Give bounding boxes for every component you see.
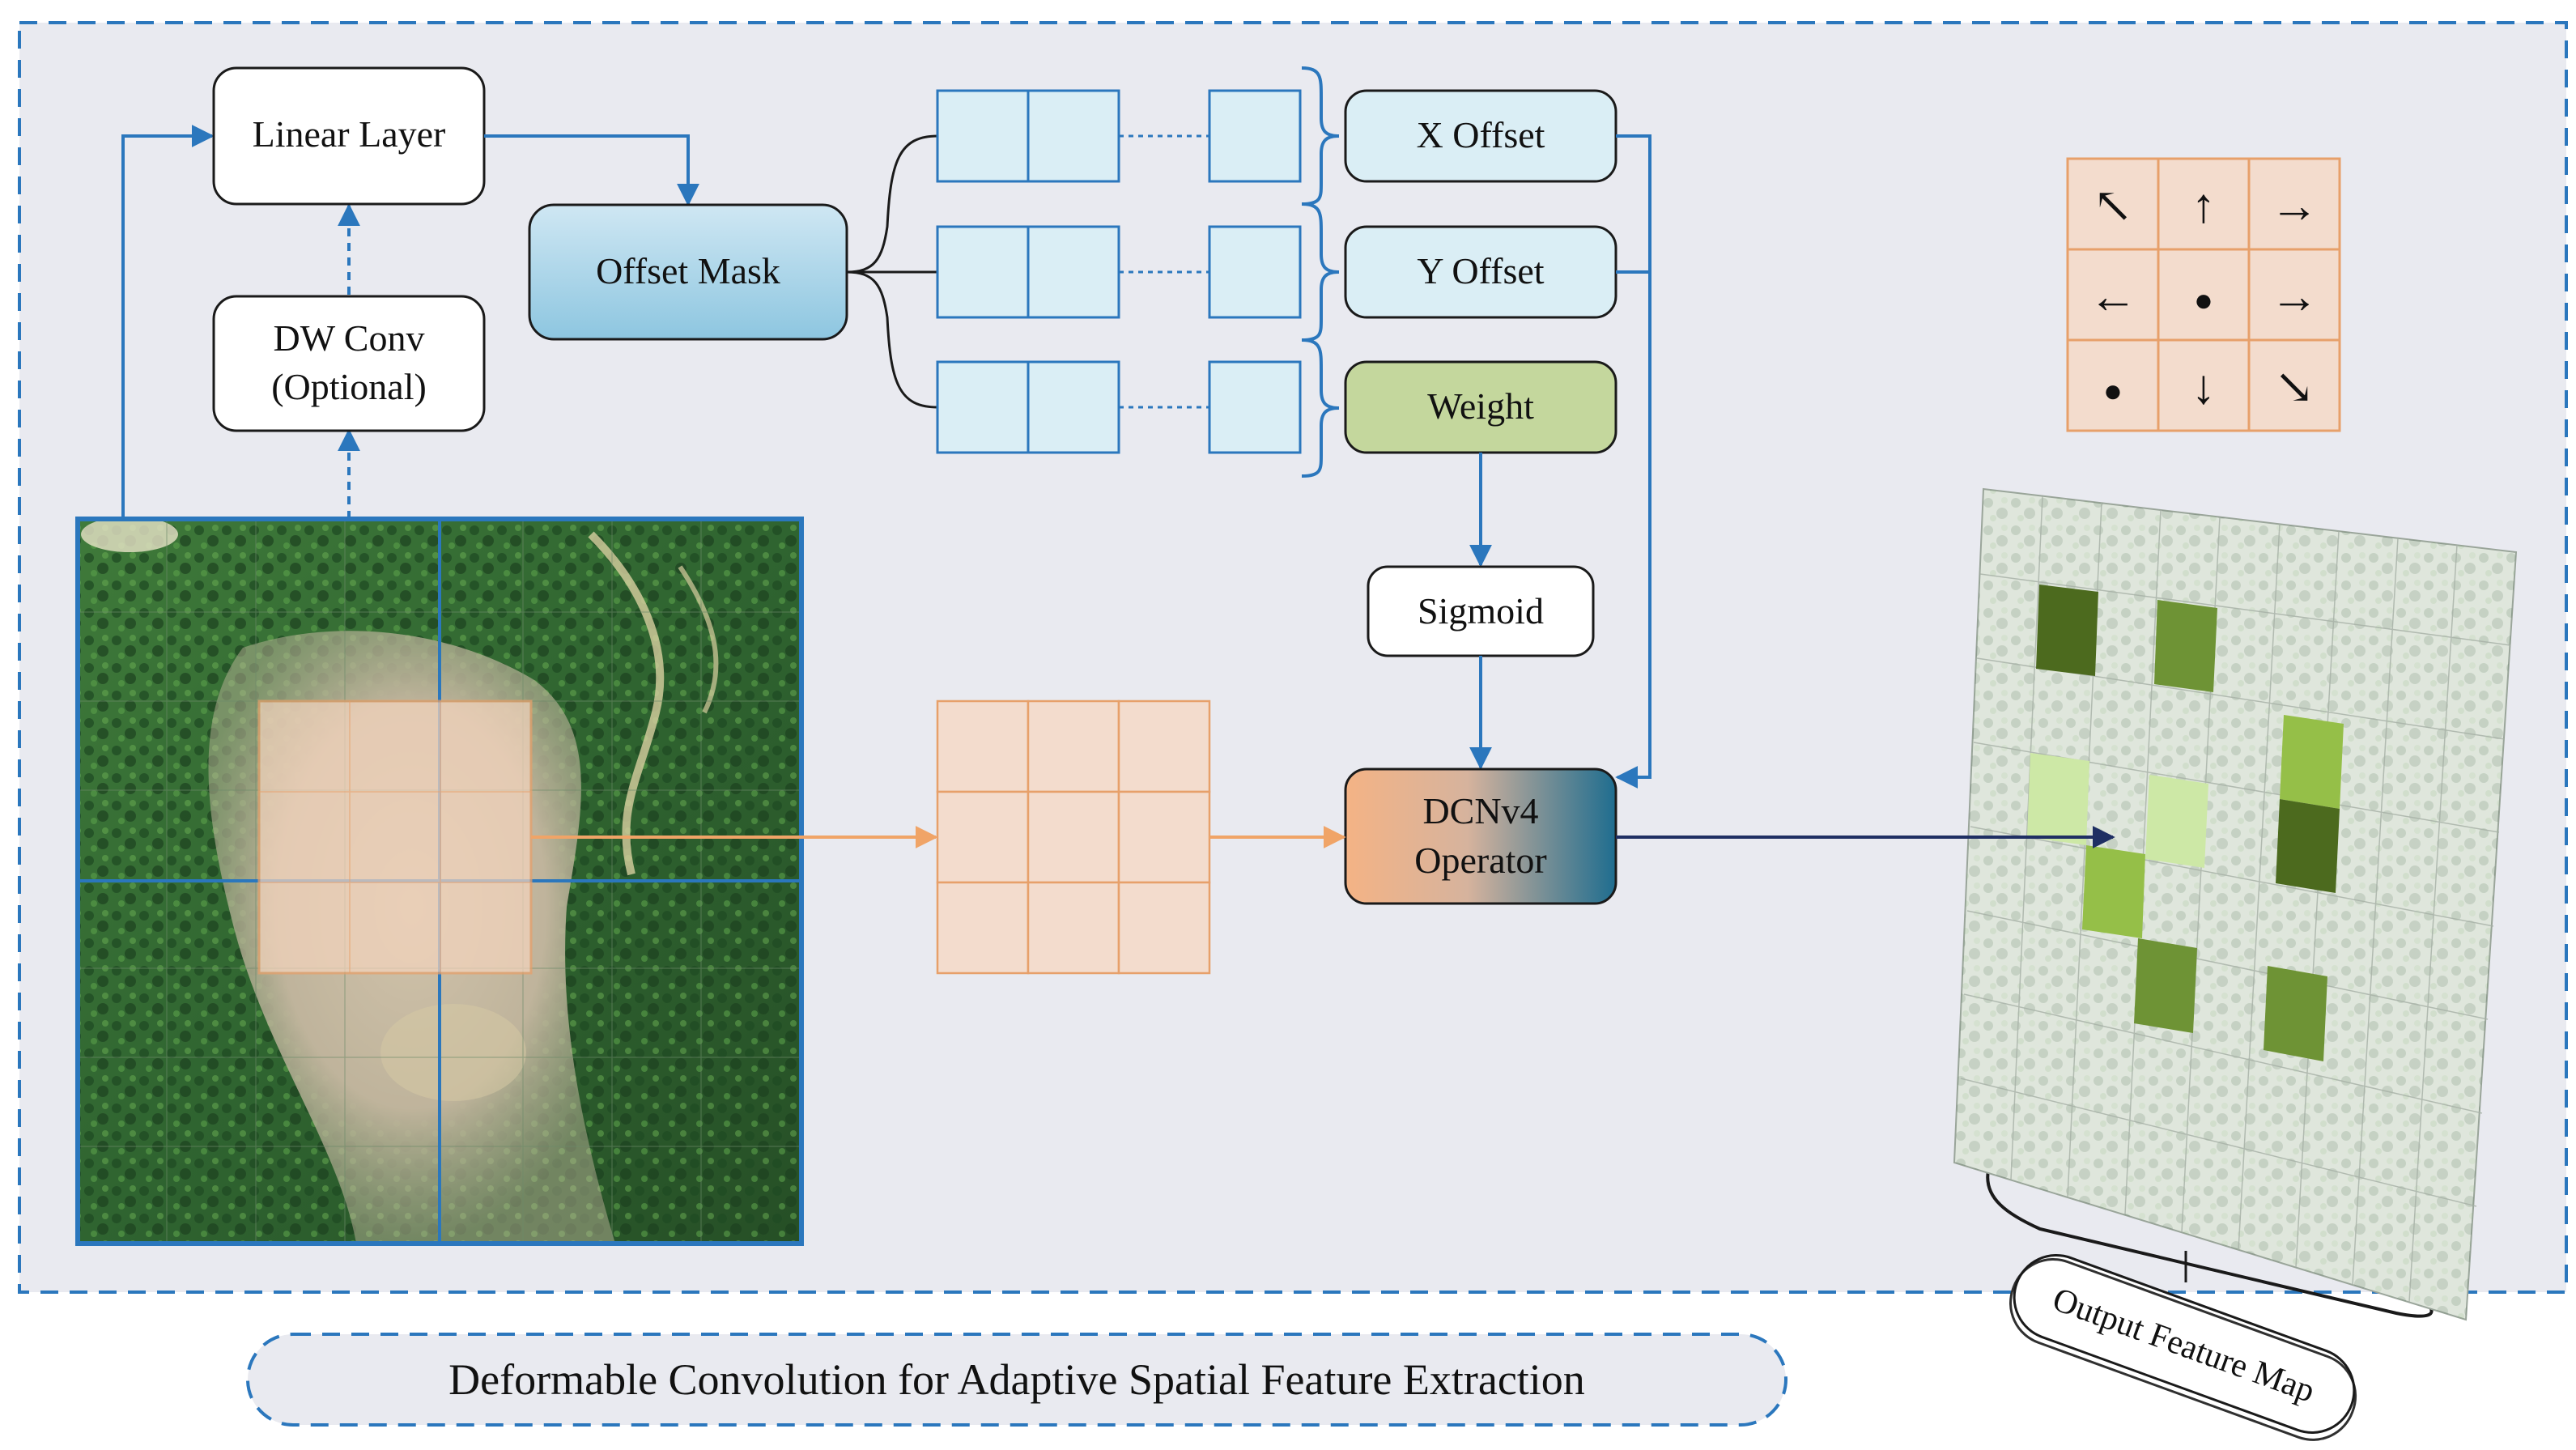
sigmoid-label: Sigmoid — [1418, 590, 1544, 631]
direction-arrow-n: ↑ — [2191, 179, 2216, 232]
direction-arrow-se: ↘ — [2274, 360, 2315, 414]
direction-grid: ↖ ↑ → ← ● → ● ↓ ↘ — [2066, 157, 2341, 432]
dcn-label-line2: Operator — [1414, 840, 1546, 881]
offset-mask-box: Offset Mask — [528, 203, 848, 341]
caption-text: Deformable Convolution for Adaptive Spat… — [448, 1355, 1585, 1404]
offset-mask-label: Offset Mask — [596, 250, 780, 291]
x-offset-label: X Offset — [1417, 114, 1545, 155]
linear-layer-label: Linear Layer — [253, 113, 446, 155]
image-to-linear-arrow — [121, 125, 215, 519]
direction-arrow-w: ← — [2089, 270, 2137, 323]
caption-box: Deformable Convolution for Adaptive Spat… — [246, 1333, 1787, 1427]
dw-conv-optional-label: (Optional) — [271, 366, 427, 407]
activation-cell — [2280, 715, 2344, 809]
direction-arrow-e: → — [2270, 270, 2319, 323]
direction-arrow-e-top: → — [2270, 179, 2319, 232]
dcnv4-operator-box: DCNv4 Operator — [1344, 768, 1617, 905]
activation-cell — [2027, 753, 2089, 845]
activation-cell — [2082, 845, 2145, 938]
activation-cell — [2154, 600, 2217, 692]
x-offset-box: X Offset — [1344, 89, 1617, 183]
activation-cell — [2276, 799, 2340, 893]
sampled-kernel-grid — [936, 699, 1211, 975]
offset-cells — [936, 89, 1302, 454]
input-satellite-image — [75, 517, 804, 1246]
curly-braces — [1301, 66, 1340, 478]
y-offset-box: Y Offset — [1344, 225, 1617, 319]
direction-dot-sw: ● — [2103, 372, 2123, 409]
activation-cell — [2134, 938, 2197, 1033]
x-offset-cells — [936, 89, 1302, 183]
dw-conv-box: DW Conv (Optional) — [212, 295, 486, 432]
direction-center-dot: ● — [2194, 282, 2213, 318]
linear-layer-box: Linear Layer — [212, 66, 486, 206]
sampling-window — [257, 699, 533, 975]
dw-conv-label: DW Conv — [274, 317, 425, 359]
y-offset-label: Y Offset — [1417, 250, 1544, 291]
linear-to-offsetmask-arrow — [484, 134, 699, 206]
dcn-label-line1: DCNv4 — [1422, 790, 1538, 831]
activation-cell — [2036, 585, 2098, 676]
branch-to-weight — [846, 270, 938, 409]
offsets-to-dcn-arrow — [1615, 134, 1651, 789]
y-offset-cells — [936, 225, 1302, 319]
branch-to-x — [846, 134, 938, 274]
direction-arrow-s: ↓ — [2191, 360, 2216, 414]
weight-cells — [936, 360, 1302, 454]
weight-box: Weight — [1344, 360, 1617, 454]
activation-cell — [2264, 966, 2327, 1061]
weight-label: Weight — [1427, 385, 1534, 427]
output-feature-map — [1953, 487, 2518, 1321]
sigmoid-box: Sigmoid — [1367, 565, 1595, 657]
direction-arrow-nw: ↖ — [2093, 179, 2133, 232]
activation-cell — [2145, 775, 2208, 868]
output-bracket — [1986, 1170, 2434, 1318]
